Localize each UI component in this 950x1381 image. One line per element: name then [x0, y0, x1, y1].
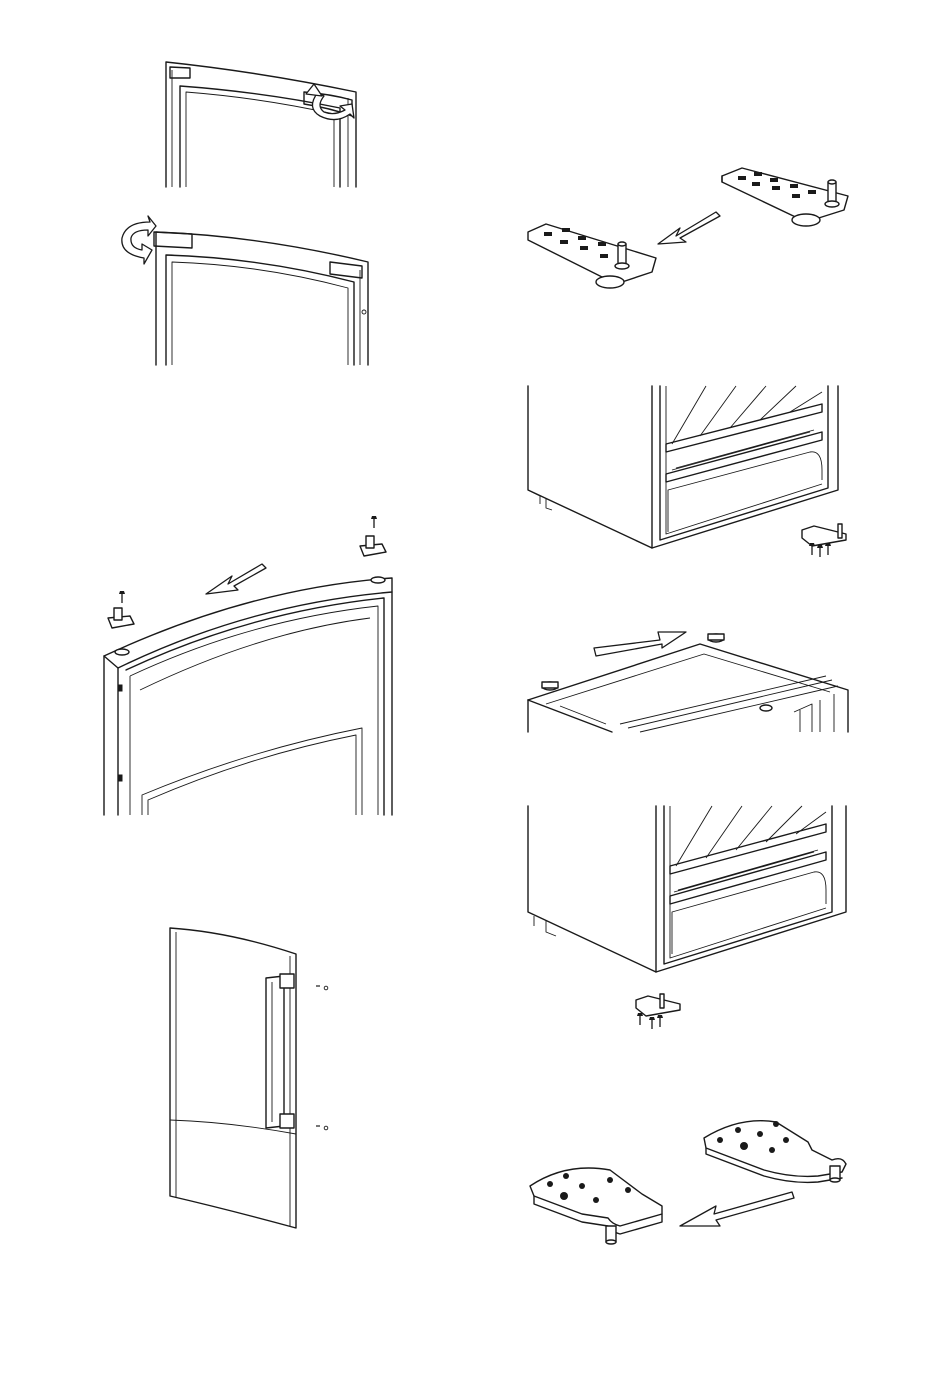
figure-cabinet-top-view	[528, 632, 848, 732]
screw-icon	[657, 1015, 663, 1027]
figure-door-top-hinge-pins	[104, 516, 392, 815]
figure-door-top-cap-rotate-left	[122, 216, 368, 365]
screw-icon	[809, 543, 815, 555]
figure-cabinet-bottom-hinge-moved	[528, 806, 846, 1029]
direction-arrow-icon	[680, 1192, 794, 1226]
rotate-arrow-icon	[122, 216, 156, 264]
direction-arrow-icon	[206, 564, 266, 594]
hinge-plate-right	[722, 168, 848, 226]
screw-icon	[817, 545, 823, 557]
figure-cabinet-bottom-hinge	[528, 386, 846, 557]
figure-hinge-swap-top	[528, 168, 848, 288]
figure-door-top-cap-rotate-right	[166, 62, 356, 187]
screw-icon	[371, 516, 377, 528]
screw-icon	[825, 543, 831, 555]
direction-arrow-icon	[658, 212, 720, 244]
figure-bottom-hinge-plates	[530, 1121, 846, 1244]
hinge-pin-right	[360, 516, 386, 556]
hinge-pin-left	[108, 591, 134, 628]
hinge-plate-left	[528, 224, 656, 288]
screw-icon	[637, 1013, 643, 1025]
figure-door-handle-screws	[170, 928, 328, 1228]
hinge-plate-small	[636, 994, 680, 1029]
hinge-plate-large-right	[704, 1121, 846, 1183]
screw-icon	[119, 591, 125, 603]
rotate-arrow-icon	[306, 84, 354, 120]
hinge-plate-large-left	[530, 1168, 662, 1244]
screw-icon	[649, 1017, 655, 1029]
hinge-plate-small	[802, 524, 846, 557]
